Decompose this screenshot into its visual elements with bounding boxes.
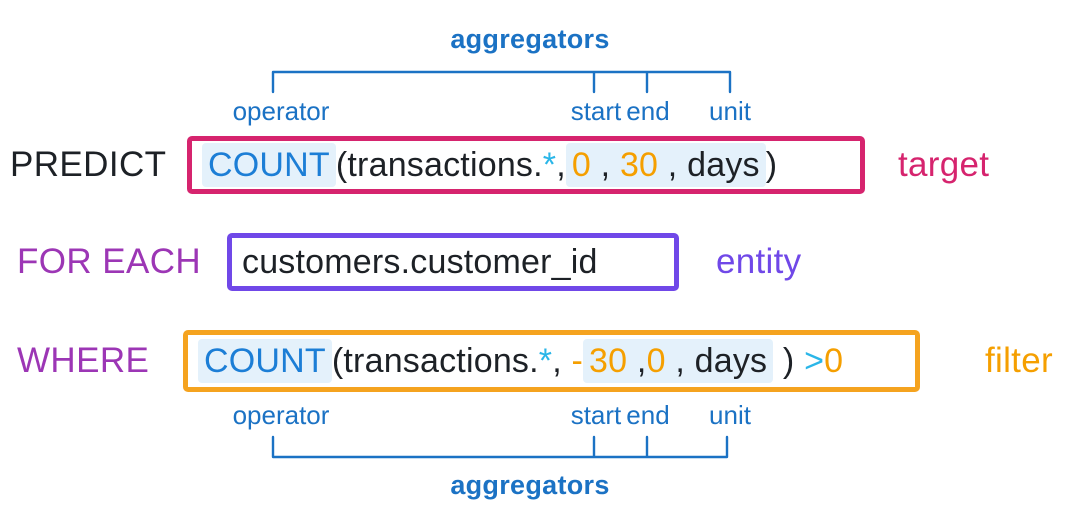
target-expression: COUNT(transactions.*,0 , 30 , days) — [202, 142, 778, 187]
paren-open: (transactions. — [335, 145, 543, 184]
end-value: 30 — [619, 145, 659, 184]
predict-keyword: PREDICT — [10, 145, 167, 184]
target-expression-box: COUNT(transactions.*,0 , 30 , days) — [187, 136, 865, 194]
aggregator-args-highlight: 30 ,0 , days — [583, 338, 774, 383]
comma: , — [556, 145, 566, 184]
top-aggregators-label: aggregators — [450, 24, 610, 54]
star-wildcard: * — [538, 341, 553, 380]
top-start-label: start — [570, 96, 622, 126]
bottom-operator-label: operator — [232, 400, 330, 430]
entity-value: customers.customer_id — [242, 242, 598, 281]
top-operator-label: operator — [232, 96, 330, 126]
bottom-unit-label: unit — [709, 400, 751, 430]
top-unit-label: unit — [709, 96, 751, 126]
unit-value: days — [694, 341, 768, 380]
comparison-value: 0 — [824, 341, 844, 380]
star-wildcard: * — [542, 145, 557, 184]
bottom-start-label: start — [570, 400, 622, 430]
paren-close: ) — [765, 145, 778, 184]
entity-expression-box: customers.customer_id — [227, 233, 679, 291]
separator: , — [590, 145, 620, 184]
aggregator-args-highlight: 0 , 30 , days — [565, 142, 766, 187]
count-operator: COUNT — [198, 338, 332, 383]
top-bracket — [271, 70, 732, 94]
separator: , — [627, 341, 647, 380]
minus-sign: - — [571, 341, 584, 380]
greater-than-operator: > — [804, 341, 825, 380]
bottom-end-label: end — [626, 400, 670, 430]
unit-value: days — [687, 145, 760, 184]
paren-open: (transactions. — [331, 341, 539, 380]
top-end-label: end — [626, 96, 670, 126]
bottom-aggregators-label: aggregators — [450, 470, 610, 500]
separator: , — [658, 145, 688, 184]
entity-label: entity — [716, 242, 802, 281]
bottom-bracket — [271, 435, 729, 459]
count-operator: COUNT — [202, 142, 336, 187]
separator: , — [665, 341, 695, 380]
comma: , — [552, 341, 572, 380]
start-value: 30 — [589, 341, 628, 380]
where-keyword: WHERE — [17, 341, 150, 380]
mid-value: 0 — [646, 341, 666, 380]
target-label: target — [898, 145, 990, 184]
filter-expression-box: COUNT(transactions.*, -30 ,0 , days ) >0 — [183, 330, 920, 392]
for-each-keyword: FOR EACH — [17, 242, 202, 281]
filter-label: filter — [985, 341, 1053, 380]
paren-close: ) — [773, 341, 805, 380]
filter-expression: COUNT(transactions.*, -30 ,0 , days ) >0 — [198, 338, 844, 383]
start-value: 0 — [571, 145, 591, 184]
